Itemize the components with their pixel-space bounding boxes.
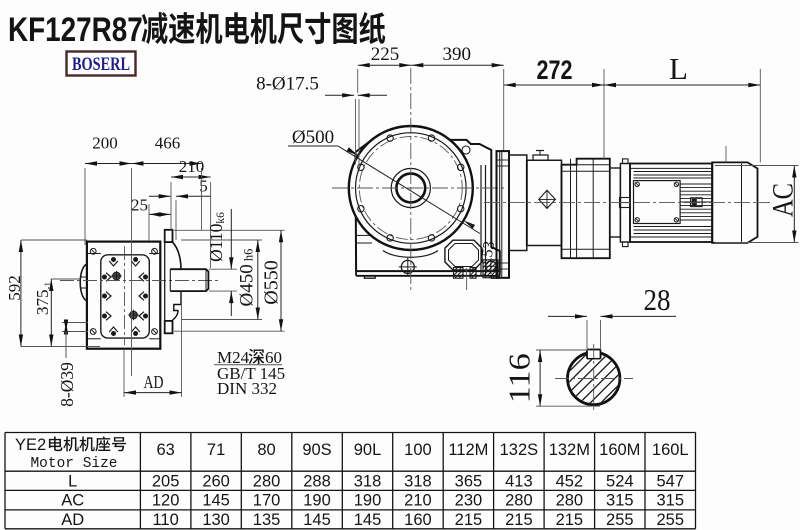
svg-text:466: 466 [155, 134, 181, 153]
svg-text:Ø550: Ø550 [261, 260, 283, 304]
svg-text:120: 120 [152, 492, 180, 510]
svg-text:190: 190 [303, 492, 331, 510]
svg-text:AD: AD [61, 511, 84, 529]
svg-text:116: 116 [502, 353, 537, 403]
svg-text:280: 280 [253, 473, 281, 491]
svg-text:YE2: YE2 [15, 436, 46, 454]
svg-text:260: 260 [202, 473, 230, 491]
svg-text:524: 524 [606, 473, 634, 491]
svg-text:BOSERL: BOSERL [72, 54, 130, 75]
svg-text:25: 25 [131, 196, 148, 215]
svg-text:210: 210 [404, 492, 432, 510]
svg-text:110: 110 [152, 511, 178, 529]
svg-text:160L: 160L [652, 441, 689, 459]
svg-text:272: 272 [537, 55, 573, 85]
svg-text:KF127R87: KF127R87 [8, 10, 143, 48]
svg-text:547: 547 [657, 473, 685, 491]
svg-text:M24: M24 [217, 348, 250, 367]
svg-text:413: 413 [505, 473, 533, 491]
svg-text:90L: 90L [354, 441, 382, 459]
svg-text:145: 145 [354, 511, 382, 529]
svg-text:375-1: 375-1 [33, 282, 53, 315]
svg-text:112M: 112M [448, 441, 488, 459]
svg-text:28: 28 [644, 282, 671, 317]
svg-text:215: 215 [455, 511, 483, 529]
svg-text:132M: 132M [549, 441, 590, 459]
svg-text:AD: AD [144, 372, 164, 392]
svg-text:280: 280 [556, 492, 584, 510]
svg-text:8-Ø39: 8-Ø39 [57, 362, 77, 407]
svg-text:135: 135 [253, 511, 281, 529]
svg-text:Ø110k6: Ø110k6 [206, 212, 227, 262]
svg-text:225: 225 [371, 44, 400, 65]
svg-text:100: 100 [404, 441, 432, 459]
svg-text:160: 160 [404, 511, 432, 529]
svg-text:280: 280 [505, 492, 533, 510]
svg-text:60: 60 [265, 348, 282, 367]
svg-text:GB/T 145: GB/T 145 [217, 364, 285, 383]
svg-text:63: 63 [156, 441, 174, 459]
svg-text:315: 315 [606, 492, 634, 510]
svg-text:8-Ø17.5: 8-Ø17.5 [256, 74, 319, 95]
svg-text:Ø500: Ø500 [292, 127, 334, 148]
svg-text:53: 53 [479, 240, 499, 259]
svg-text:592: 592 [5, 275, 24, 301]
svg-text:DIN 332: DIN 332 [217, 379, 277, 398]
svg-text:145: 145 [303, 511, 331, 529]
svg-text:71: 71 [207, 441, 225, 459]
svg-text:190: 190 [354, 492, 382, 510]
svg-text:318: 318 [354, 473, 382, 491]
svg-text:5: 5 [199, 177, 208, 196]
svg-text:452: 452 [556, 473, 584, 491]
svg-text:288: 288 [303, 473, 331, 491]
svg-text:L: L [68, 473, 77, 491]
svg-text:160M: 160M [599, 441, 640, 459]
svg-text:230: 230 [455, 492, 483, 510]
svg-text:Motor Size: Motor Size [30, 456, 117, 472]
svg-text:255: 255 [606, 511, 634, 529]
svg-text:205: 205 [152, 473, 180, 491]
svg-text:365: 365 [455, 473, 483, 491]
svg-text:390: 390 [442, 44, 471, 65]
svg-text:130: 130 [202, 511, 230, 529]
svg-text:200: 200 [92, 134, 118, 153]
svg-text:Ø450 h6: Ø450 h6 [237, 249, 258, 307]
svg-text:AC: AC [61, 492, 84, 510]
svg-text:AC: AC [767, 183, 800, 217]
svg-text:215: 215 [505, 511, 533, 529]
svg-text:255: 255 [657, 511, 685, 529]
svg-text:80: 80 [257, 441, 275, 459]
svg-text:210: 210 [179, 157, 205, 176]
svg-text:132S: 132S [500, 441, 539, 459]
svg-text:318: 318 [404, 473, 432, 491]
svg-text:215: 215 [556, 511, 584, 529]
svg-text:L: L [669, 51, 688, 86]
svg-text:145: 145 [202, 492, 230, 510]
svg-text:90S: 90S [302, 441, 331, 459]
svg-text:170: 170 [253, 492, 281, 510]
svg-text:315: 315 [657, 492, 685, 510]
